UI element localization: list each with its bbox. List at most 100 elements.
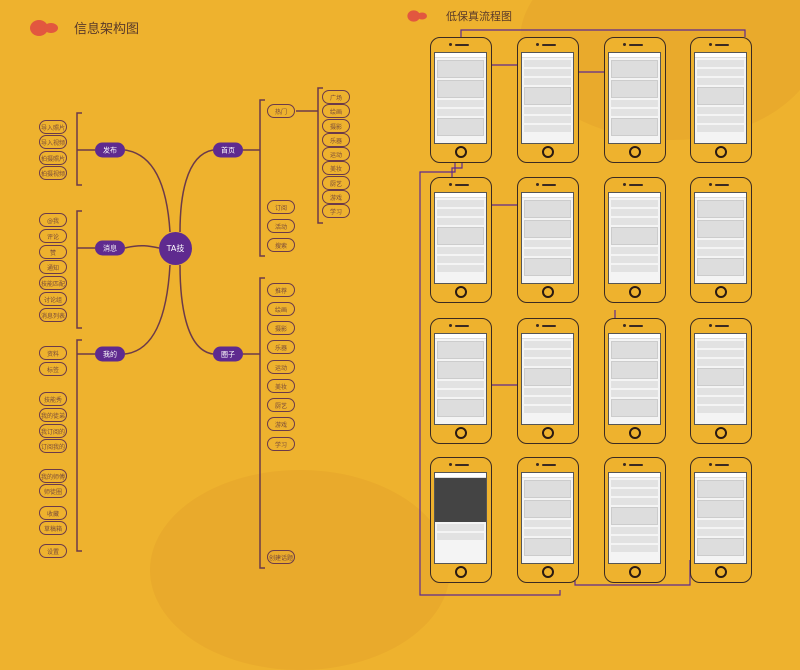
home-button-icon xyxy=(629,146,641,158)
leaf-node: 设置 xyxy=(39,544,67,558)
leaf-node: @我 xyxy=(39,213,67,227)
title-text: 低保真流程图 xyxy=(446,10,512,23)
phone-screen xyxy=(521,472,574,564)
home-button-icon xyxy=(455,286,467,298)
leaf-node-hot: 运动 xyxy=(322,147,350,161)
phone-screen xyxy=(694,472,747,564)
leaf-node-hot: 绘画 xyxy=(322,104,350,118)
home-button-icon xyxy=(542,286,554,298)
leaf-node: 赞 xyxy=(39,245,67,259)
leaf-node-hot: 摄影 xyxy=(322,119,350,133)
home-button-icon xyxy=(629,566,641,578)
leaf-node-hot: 学习 xyxy=(322,204,350,218)
leaf-node: 拍摄照片 xyxy=(39,151,67,165)
leaf-node: 创建话题 xyxy=(267,550,295,564)
leaf-node-hot: 厨艺 xyxy=(322,176,350,190)
leaf-node: 美妆 xyxy=(267,379,295,393)
phone-wireframe xyxy=(430,177,492,303)
phone-screen xyxy=(434,192,487,284)
leaf-node-hot: 美妆 xyxy=(322,161,350,175)
leaf-node: 游戏 xyxy=(267,417,295,431)
logo-icon xyxy=(30,19,66,36)
leaf-node: 摄影 xyxy=(267,321,295,335)
phone-screen xyxy=(608,333,661,425)
phone-wireframe xyxy=(690,457,752,583)
phone-wireframe xyxy=(517,318,579,444)
leaf-node: 草稿箱 xyxy=(39,521,67,535)
leaf-node: 我的徒弟 xyxy=(39,408,67,422)
mindmap-connectors xyxy=(76,29,746,596)
phone-screen xyxy=(434,333,487,425)
phone-wireframe xyxy=(430,318,492,444)
leaf-node: 技能秀 xyxy=(39,392,67,406)
phone-wireframe xyxy=(604,457,666,583)
leaf-node-hot: 游戏 xyxy=(322,190,350,204)
branch-node-circle: 圈子 xyxy=(213,346,243,362)
phone-wireframe xyxy=(517,457,579,583)
phone-wireframe xyxy=(604,177,666,303)
mindmap-root: TA技 xyxy=(159,232,192,265)
branch-node-home: 首页 xyxy=(213,142,243,158)
home-button-icon xyxy=(455,146,467,158)
phone-wireframe xyxy=(517,177,579,303)
phone-wireframe xyxy=(690,37,752,163)
leaf-node: 我订阅的 xyxy=(39,424,67,438)
phone-wireframe xyxy=(517,37,579,163)
home-button-icon xyxy=(715,427,727,439)
phone-screen xyxy=(608,52,661,144)
phone-screen xyxy=(434,52,487,144)
phone-wireframe xyxy=(690,318,752,444)
leaf-node: 热门 xyxy=(267,104,295,118)
home-button-icon xyxy=(542,146,554,158)
leaf-node: 评论 xyxy=(39,229,67,243)
leaf-node: 厨艺 xyxy=(267,398,295,412)
leaf-node-hot: 乐器 xyxy=(322,133,350,147)
leaf-node: 拍摄视频 xyxy=(39,166,67,180)
home-button-icon xyxy=(542,566,554,578)
leaf-node: 我的师傅 xyxy=(39,469,67,483)
leaf-node-hot: 广场 xyxy=(322,90,350,104)
leaf-node: 导入照片 xyxy=(39,120,67,134)
phone-screen xyxy=(608,472,661,564)
leaf-node: 讨论组 xyxy=(39,292,67,306)
phone-screen xyxy=(521,192,574,284)
branch-node-publish: 发布 xyxy=(95,142,125,158)
logo-icon xyxy=(407,10,432,22)
info-architecture-title: 信息架构图 xyxy=(30,18,139,37)
leaf-node: 收藏 xyxy=(39,506,67,520)
home-button-icon xyxy=(455,427,467,439)
leaf-node: 消息列表 xyxy=(39,308,67,322)
home-button-icon xyxy=(629,427,641,439)
leaf-node: 推荐 xyxy=(267,283,295,297)
leaf-node: 搜索 xyxy=(267,238,295,252)
phone-screen xyxy=(694,333,747,425)
leaf-node: 运动 xyxy=(267,360,295,374)
lofi-flow-title: 低保真流程图 xyxy=(402,8,512,24)
leaf-node: 通知 xyxy=(39,260,67,274)
home-button-icon xyxy=(542,427,554,439)
phone-wireframe xyxy=(690,177,752,303)
home-button-icon xyxy=(715,286,727,298)
phone-wireframe xyxy=(430,457,492,583)
phone-screen xyxy=(521,52,574,144)
phone-screen xyxy=(521,333,574,425)
leaf-node: 师徒圈 xyxy=(39,484,67,498)
home-button-icon xyxy=(715,146,727,158)
leaf-node: 导入视频 xyxy=(39,135,67,149)
phone-wireframe xyxy=(604,318,666,444)
leaf-node: 订阅我的 xyxy=(39,439,67,453)
leaf-node: 绘画 xyxy=(267,302,295,316)
leaf-node: 技能匹配 xyxy=(39,276,67,290)
leaf-node: 乐器 xyxy=(267,340,295,354)
leaf-node: 资料 xyxy=(39,346,67,360)
branch-node-message: 消息 xyxy=(95,240,125,256)
leaf-node: 学习 xyxy=(267,437,295,451)
leaf-node: 活动 xyxy=(267,219,295,233)
title-text: 信息架构图 xyxy=(74,22,140,37)
branch-node-mine: 我的 xyxy=(95,346,125,362)
home-button-icon xyxy=(629,286,641,298)
leaf-node: 标签 xyxy=(39,362,67,376)
phone-screen xyxy=(608,192,661,284)
home-button-icon xyxy=(455,566,467,578)
phone-screen xyxy=(694,192,747,284)
